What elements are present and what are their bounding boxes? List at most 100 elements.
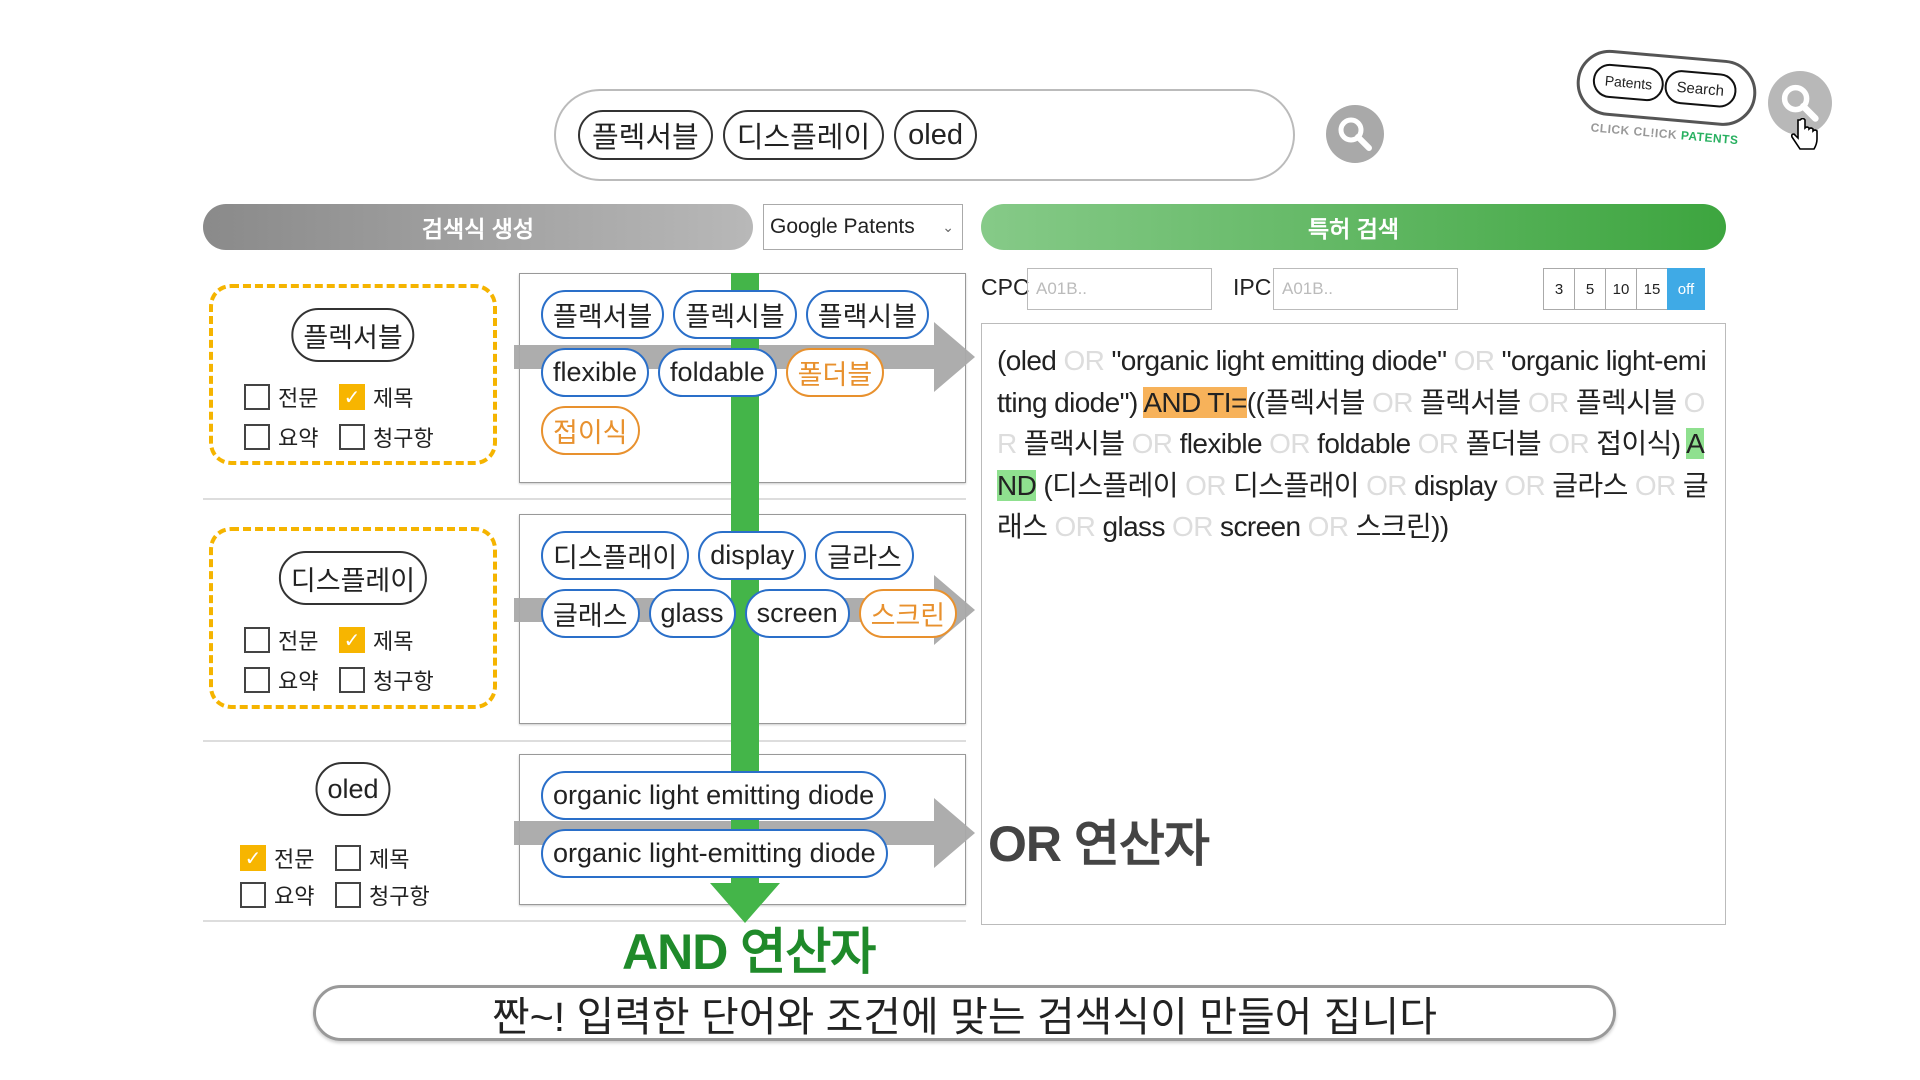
limit-button-3[interactable]: 3	[1543, 268, 1575, 310]
checkbox-label: 청구항	[373, 426, 434, 451]
checkmark-icon: ✓	[343, 629, 361, 652]
and-operator-label: AND 연산자	[622, 924, 876, 980]
synonym-chip[interactable]: organic light emitting diode	[541, 771, 887, 820]
patent-search-button[interactable]: 특허 검색	[981, 204, 1726, 250]
checkbox-abstract[interactable]: 요약	[244, 421, 318, 453]
checkbox-checked[interactable]: ✓	[339, 627, 365, 653]
query-term: flexible	[1172, 428, 1270, 459]
synonym-chip[interactable]: 플랙시블	[805, 290, 930, 339]
checkbox-checked[interactable]: ✓	[240, 845, 266, 871]
keyword-chip[interactable]: 플렉서블	[291, 308, 415, 362]
or-operator: OR	[1453, 345, 1495, 376]
synonym-chip[interactable]: 디스플래이	[541, 531, 690, 580]
tagline-text: CLICK CL!ICK	[1590, 120, 1678, 142]
limit-button-10[interactable]: 10	[1605, 268, 1637, 310]
synonym-chip[interactable]: display	[698, 531, 807, 580]
synonym-chip[interactable]: 접이식	[541, 406, 640, 455]
synonym-chip[interactable]: 글라스	[815, 531, 914, 580]
query-term: (디스플레이	[1036, 469, 1186, 501]
synonym-chip[interactable]: foldable	[658, 348, 777, 397]
synonym-chip[interactable]: 플렉시블	[673, 290, 797, 339]
keyword-search-bar[interactable]: 플렉서블 디스플레이 oled	[554, 89, 1295, 181]
checkbox-unchecked[interactable]	[335, 882, 361, 908]
checkmark-icon: ✓	[244, 847, 262, 870]
query-term: foldable	[1309, 428, 1418, 459]
checkbox-unchecked[interactable]	[244, 667, 270, 693]
query-term: display	[1406, 469, 1505, 501]
query-term: 스크린))	[1348, 511, 1450, 542]
checkbox-claims[interactable]: 청구항	[335, 879, 430, 911]
keyword-chip[interactable]: oled	[894, 110, 977, 160]
checkbox-label: 전문	[278, 629, 319, 654]
checkbox-claims[interactable]: 청구항	[339, 664, 434, 696]
ipc-input[interactable]: A01B..	[1273, 268, 1458, 310]
checkbox-claims[interactable]: 청구항	[339, 421, 434, 453]
synonym-chip[interactable]: glass	[648, 589, 736, 638]
checkmark-icon: ✓	[343, 386, 361, 409]
ipc-label: IPC	[1233, 274, 1272, 300]
cpc-input[interactable]: A01B..	[1027, 268, 1212, 310]
checkbox-label: 청구항	[373, 669, 434, 694]
checkbox-unchecked[interactable]	[244, 424, 270, 450]
checkbox-abstract[interactable]: 요약	[240, 879, 314, 911]
keyword-chip[interactable]: oled	[315, 762, 391, 816]
checkbox-fulltext[interactable]: 전문	[244, 624, 318, 656]
synonym-chip[interactable]: 플랙서블	[541, 290, 665, 339]
row-divider	[203, 740, 966, 742]
limit-button-15[interactable]: 15	[1636, 268, 1668, 310]
keyword-chip[interactable]: 디스플레이	[722, 110, 885, 160]
query-term: (oled	[997, 345, 1064, 376]
source-select[interactable]: Google Patents ⌄	[763, 204, 963, 250]
chevron-down-icon: ⌄	[942, 218, 954, 235]
or-operator: OR	[1269, 428, 1310, 459]
query-term: 플렉시블	[1568, 386, 1684, 418]
or-operator: OR	[1634, 469, 1676, 501]
checkbox-unchecked[interactable]	[244, 627, 270, 653]
keyword-chip[interactable]: 플렉서블	[578, 110, 713, 160]
or-operator: OR	[1548, 428, 1590, 459]
checkbox-label: 제목	[373, 629, 414, 654]
synonym-chip[interactable]: 폴더블	[785, 348, 885, 397]
checkbox-label: 제목	[373, 386, 414, 411]
or-operator: OR	[1366, 469, 1407, 501]
row-divider	[203, 498, 966, 500]
checkbox-unchecked[interactable]	[244, 384, 270, 410]
or-operator: OR	[1504, 469, 1546, 501]
checkbox-title[interactable]: 제목	[335, 842, 409, 874]
caption-banner: 짠~! 입력한 단어와 조건에 맞는 검색식이 만들어 집니다	[313, 985, 1616, 1041]
checkbox-fulltext[interactable]: ✓ 전문	[240, 842, 314, 874]
checkbox-checked[interactable]: ✓	[339, 384, 365, 410]
search-icon	[1338, 117, 1372, 151]
query-term: ((플렉서블	[1246, 386, 1373, 418]
limit-button-5[interactable]: 5	[1574, 268, 1606, 310]
search-icon	[1781, 84, 1819, 122]
patents-search-logo: Patents Search CLICK CL!ICK PATENTS	[1571, 47, 1764, 163]
query-term: screen	[1212, 511, 1308, 542]
or-operator: OR	[1307, 511, 1349, 542]
checkbox-unchecked[interactable]	[339, 424, 365, 450]
synonym-chip[interactable]: 글래스	[541, 589, 640, 638]
source-select-value: Google Patents	[770, 215, 915, 238]
checkbox-title[interactable]: ✓ 제목	[339, 624, 413, 656]
search-button[interactable]	[1326, 105, 1384, 163]
synonym-chip[interactable]: screen	[744, 589, 850, 638]
synonym-chip[interactable]: organic light-emitting diode	[541, 829, 888, 878]
checkbox-fulltext[interactable]: 전문	[244, 381, 318, 413]
or-operator: OR	[997, 386, 1705, 460]
checkbox-title[interactable]: ✓ 제목	[339, 381, 413, 413]
checkbox-abstract[interactable]: 요약	[244, 664, 318, 696]
synonym-chip[interactable]: 스크린	[858, 589, 958, 638]
keyword-chip[interactable]: 디스플레이	[278, 551, 428, 605]
checkbox-label: 전문	[274, 847, 315, 872]
generated-query-box[interactable]: (oled OR "organic light emitting diode" …	[981, 323, 1726, 925]
checkbox-unchecked[interactable]	[240, 882, 266, 908]
checkbox-unchecked[interactable]	[339, 667, 365, 693]
or-operator: OR	[1172, 511, 1213, 542]
checkbox-unchecked[interactable]	[335, 845, 361, 871]
limit-button-off[interactable]: off	[1667, 268, 1705, 310]
synonym-chip[interactable]: flexible	[541, 348, 650, 397]
or-operator: OR	[1063, 345, 1105, 376]
